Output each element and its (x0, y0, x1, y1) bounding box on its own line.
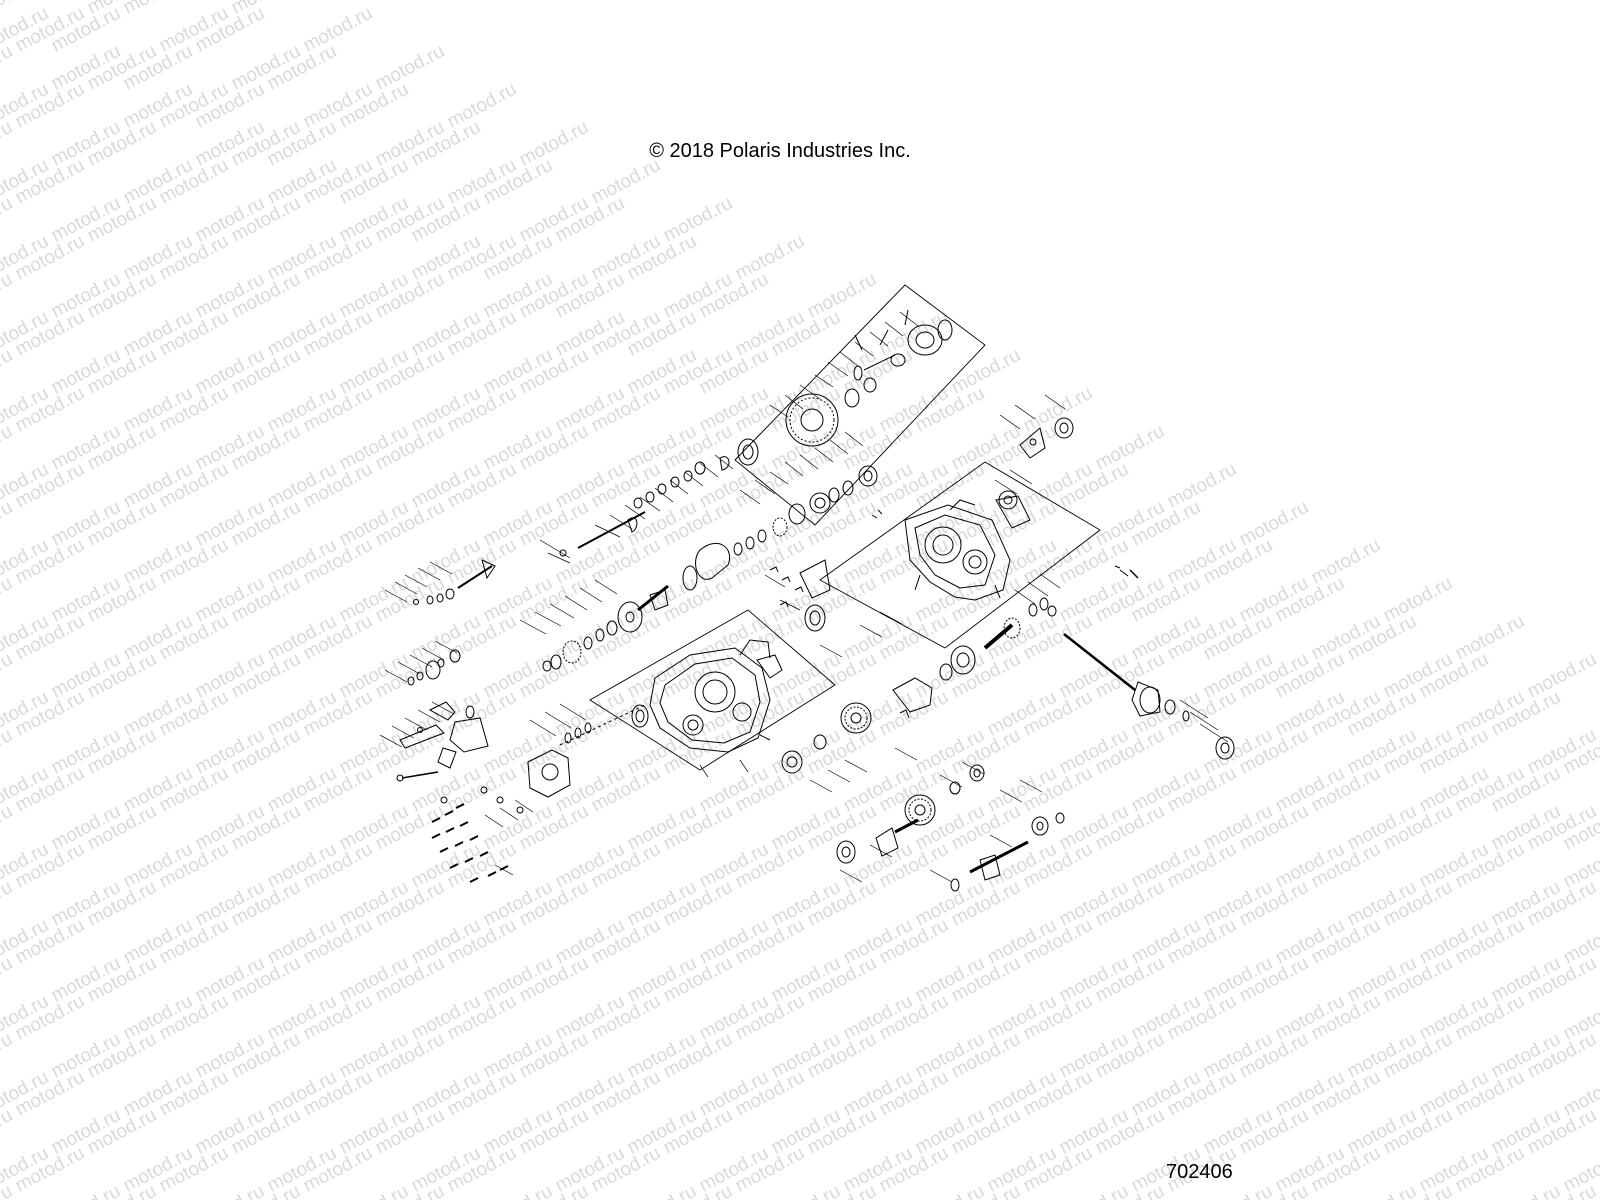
left-case-housing (650, 640, 782, 752)
leader-lines (380, 312, 1228, 882)
copyright-notice: © 2018 Polaris Industries Inc. (649, 140, 911, 162)
shift-fork-row (560, 457, 729, 556)
output-shaft (1020, 418, 1234, 759)
group-frames (590, 285, 1100, 770)
right-case-housing (905, 491, 1030, 600)
gear-cluster-center (782, 598, 1056, 773)
left-small-parts (397, 560, 495, 781)
bolt-cluster (432, 787, 523, 882)
ring-gear-assembly (738, 310, 952, 465)
frame-ring-gear (735, 285, 985, 525)
main-shaft-row (543, 466, 877, 671)
frame-left-case (590, 610, 835, 770)
frame-right-case (820, 462, 1100, 648)
pump-cover (528, 705, 648, 797)
lower-gear-parts (837, 765, 1064, 891)
small-hardware (770, 510, 1128, 631)
diagram-number: 702406 (1166, 1161, 1233, 1183)
